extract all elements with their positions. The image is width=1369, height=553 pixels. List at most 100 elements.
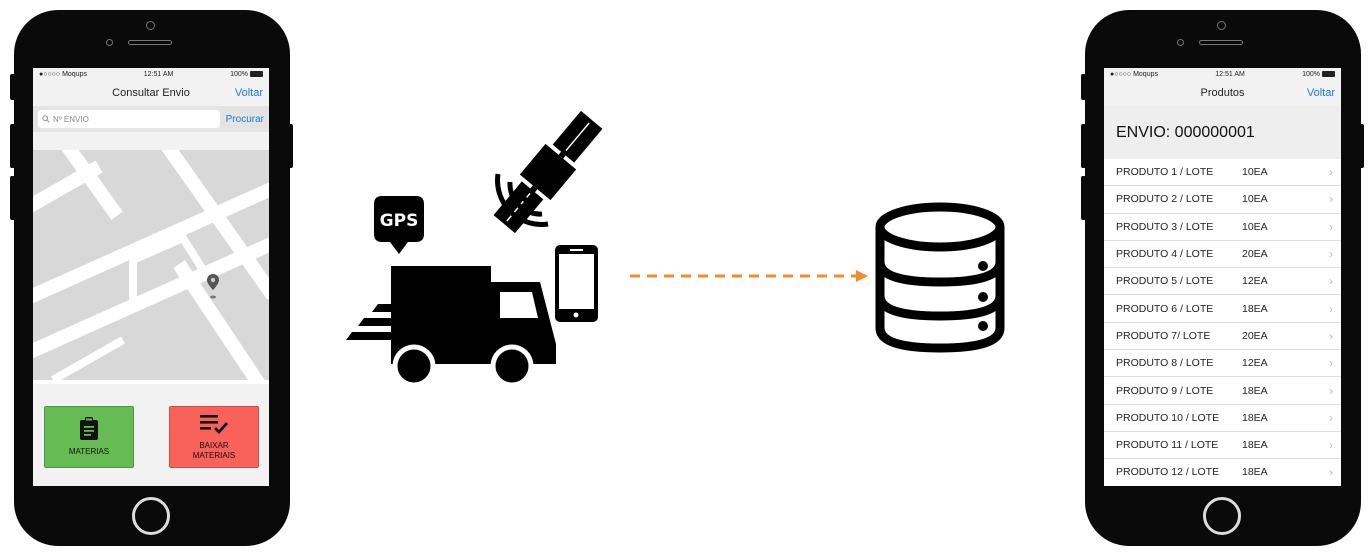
- right-screen: ●○○○○ Moqups 12:51 AM 100% Produtos Volt…: [1104, 68, 1341, 486]
- power-button: [288, 124, 293, 168]
- envio-header: ENVIO: 000000001: [1104, 106, 1341, 159]
- sensor: [106, 39, 113, 46]
- time-label: 12:51 AM: [1215, 70, 1245, 78]
- mute-switch: [1081, 74, 1086, 100]
- status-bar: ●○○○○ Moqups 12:51 AM 100%: [33, 68, 269, 80]
- product-row[interactable]: PRODUTO 9 / LOTE 18EA ›: [1104, 377, 1341, 405]
- product-name: PRODUTO 10 / LOTE: [1116, 411, 1220, 424]
- earpiece-speaker: [1199, 40, 1243, 45]
- product-row[interactable]: PRODUTO 12 / LOTE 18EA ›: [1104, 459, 1341, 486]
- database-icon: [875, 202, 1005, 353]
- chevron-right-icon: ›: [1329, 192, 1333, 207]
- product-name: PRODUTO 5 / LOTE: [1116, 275, 1214, 288]
- chevron-right-icon: ›: [1329, 247, 1333, 262]
- volume-up-button: [10, 124, 15, 168]
- back-button[interactable]: Voltar: [234, 87, 263, 99]
- chevron-right-icon: ›: [1329, 465, 1333, 480]
- product-qty: 20EA: [1242, 248, 1268, 261]
- volume-up-button: [1081, 124, 1086, 168]
- data-flow-arrow: [630, 270, 868, 282]
- carrier-label: ●○○○○ Moqups: [1110, 70, 1158, 78]
- nav-bar: Consultar Envio Voltar: [33, 80, 269, 106]
- product-name: PRODUTO 9 / LOTE: [1116, 384, 1214, 397]
- battery-label: 100%: [230, 70, 248, 78]
- carrier-label: ●○○○○ Moqups: [39, 70, 87, 78]
- earpiece-speaker: [128, 40, 172, 45]
- product-qty: 20EA: [1242, 329, 1268, 342]
- front-camera: [1217, 21, 1226, 30]
- product-qty: 18EA: [1242, 466, 1268, 479]
- back-button[interactable]: Voltar: [1306, 87, 1335, 99]
- product-name: PRODUTO 8 / LOTE: [1116, 357, 1214, 370]
- chevron-right-icon: ›: [1329, 383, 1333, 398]
- map-pin-icon[interactable]: [207, 274, 219, 300]
- gps-label: GPS: [380, 211, 419, 231]
- search-icon: [42, 115, 50, 123]
- status-bar: ●○○○○ Moqups 12:51 AM 100%: [1104, 68, 1341, 80]
- chevron-right-icon: ›: [1329, 356, 1333, 371]
- chevron-right-icon: ›: [1329, 301, 1333, 316]
- product-qty: 18EA: [1242, 411, 1268, 424]
- power-button: [1359, 124, 1364, 168]
- map-roads: [33, 150, 269, 380]
- checklist-icon: [200, 415, 229, 435]
- map-view[interactable]: [33, 150, 269, 380]
- search-bar: Nº ENVIO Procurar: [33, 106, 269, 132]
- product-qty: 18EA: [1242, 302, 1268, 315]
- right-phone: ●○○○○ Moqups 12:51 AM 100% Produtos Volt…: [1081, 10, 1364, 546]
- product-row[interactable]: PRODUTO 10 / LOTE 18EA ›: [1104, 404, 1341, 432]
- product-name: PRODUTO 1 / LOTE: [1116, 166, 1214, 179]
- baixar-label-line1: BAIXAR: [199, 441, 229, 450]
- product-name: PRODUTO 6 / LOTE: [1116, 302, 1214, 315]
- product-name: PRODUTO 7/ LOTE: [1116, 329, 1211, 342]
- spacer: [33, 132, 269, 150]
- materias-label: MATERIAS: [68, 447, 110, 456]
- gps-pin-icon: GPS: [374, 196, 424, 254]
- left-screen: ●○○○○ Moqups 12:51 AM 100% Consultar Env…: [33, 68, 269, 486]
- chevron-right-icon: ›: [1329, 274, 1333, 289]
- product-row[interactable]: PRODUTO 3 / LOTE 10EA ›: [1104, 213, 1341, 241]
- chevron-right-icon: ›: [1329, 219, 1333, 234]
- search-input[interactable]: Nº ENVIO: [38, 110, 220, 128]
- product-name: PRODUTO 11 / LOTE: [1116, 439, 1219, 452]
- product-row[interactable]: PRODUTO 4 / LOTE 20EA ›: [1104, 240, 1341, 269]
- product-name: PRODUTO 3 / LOTE: [1116, 220, 1214, 233]
- product-name: PRODUTO 12 / LOTE: [1116, 466, 1220, 479]
- time-label: 12:51 AM: [143, 70, 174, 78]
- smartphone-icon: [555, 245, 598, 322]
- search-button[interactable]: Procurar: [225, 113, 264, 125]
- materias-button[interactable]: MATERIAS: [44, 406, 134, 468]
- home-button[interactable]: [1203, 497, 1241, 535]
- product-qty: 10EA: [1242, 166, 1268, 179]
- clipboard-icon: [80, 417, 98, 440]
- product-name: PRODUTO 4 / LOTE: [1116, 248, 1214, 261]
- volume-down-button: [10, 176, 15, 220]
- home-button[interactable]: [132, 497, 170, 535]
- battery-label: 100%: [1302, 70, 1320, 78]
- product-qty: 10EA: [1242, 220, 1268, 233]
- battery-icon: [249, 70, 263, 77]
- product-name: PRODUTO 2 / LOTE: [1116, 193, 1214, 206]
- mute-switch: [10, 74, 15, 100]
- satellite-icon: [493, 110, 603, 234]
- left-phone: ●○○○○ Moqups 12:51 AM 100% Consultar Env…: [10, 10, 293, 546]
- chevron-right-icon: ›: [1329, 165, 1333, 180]
- product-row[interactable]: PRODUTO 6 / LOTE 18EA ›: [1104, 295, 1341, 323]
- product-row[interactable]: PRODUTO 1 / LOTE 10EA ›: [1104, 159, 1341, 187]
- product-qty: 18EA: [1242, 384, 1268, 397]
- delivery-truck-icon: [346, 266, 556, 388]
- baixar-materiais-button[interactable]: BAIXAR MATERIAIS: [169, 406, 259, 468]
- chevron-right-icon: ›: [1329, 410, 1333, 425]
- sensor: [1177, 39, 1184, 46]
- battery-indicator: 100%: [230, 71, 263, 78]
- page-title: Consultar Envio: [112, 87, 190, 99]
- page-title: Produtos: [1200, 87, 1245, 99]
- product-qty: 18EA: [1242, 439, 1268, 452]
